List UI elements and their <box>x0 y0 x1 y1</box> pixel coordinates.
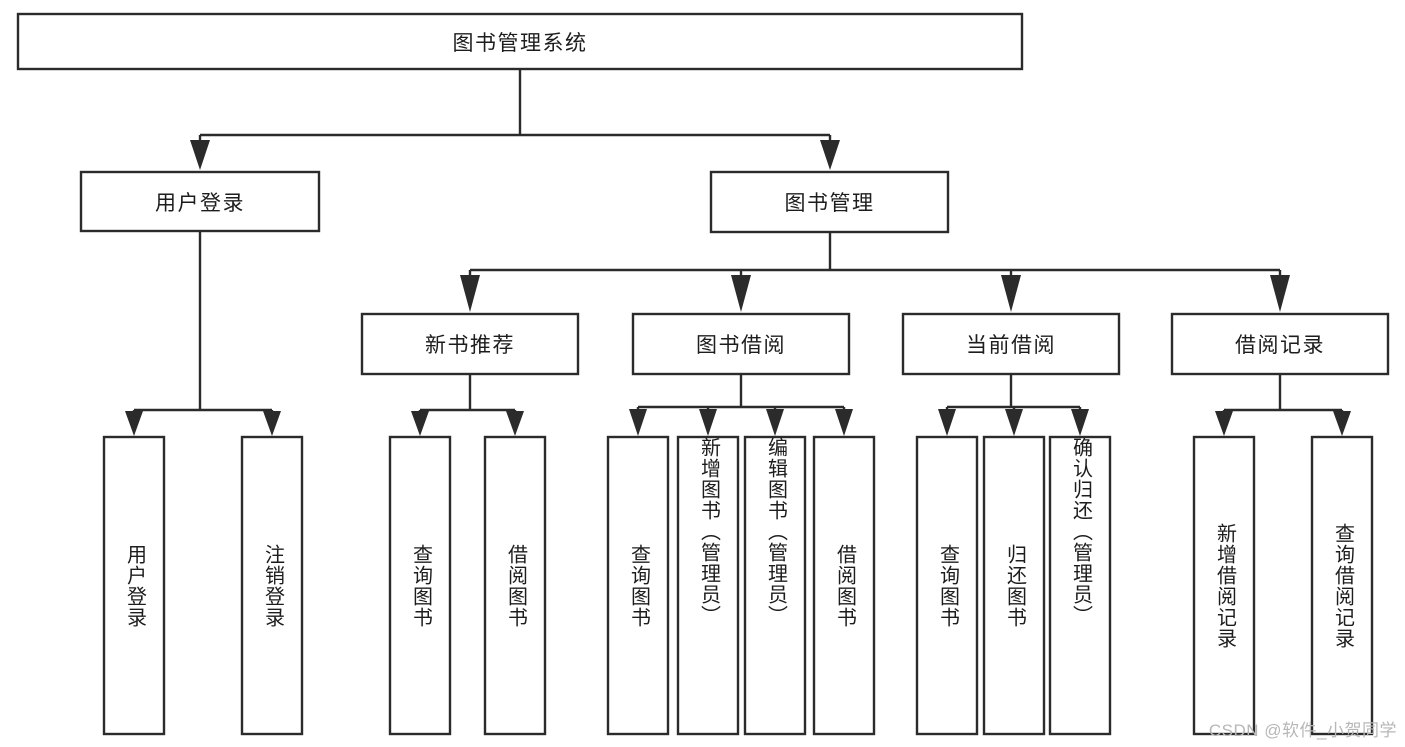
node-level3-box-2[interactable] <box>901 312 1121 376</box>
node-level3-box-1[interactable] <box>631 312 851 376</box>
node-leaf-box-8[interactable] <box>915 435 979 736</box>
node-level2-box-1[interactable] <box>709 170 950 234</box>
node-leaf-box-10[interactable] <box>1048 435 1112 736</box>
node-leaf-box-9[interactable] <box>982 435 1046 736</box>
node-leaf-box-6[interactable] <box>743 435 807 736</box>
arrow-head-icon <box>820 140 840 170</box>
node-leaf-box-5[interactable] <box>676 435 740 736</box>
arrow-head-icon <box>1333 411 1351 436</box>
arrow-head-icon <box>263 411 281 436</box>
arrow-head-icon <box>125 411 143 436</box>
arrow-head-icon <box>835 409 853 436</box>
arrow-head-icon <box>629 409 647 436</box>
node-leaf-box-1[interactable] <box>240 435 304 736</box>
node-level3-box-3[interactable] <box>1170 312 1390 376</box>
connector-bookmgmt-to-level3 <box>460 232 1290 312</box>
connector-newbook-to-leaves <box>411 374 524 436</box>
connector-userlogin-to-leaves <box>125 231 281 436</box>
connector-root-to-level2 <box>190 69 840 170</box>
arrow-head-icon <box>731 275 751 312</box>
arrow-head-icon <box>1005 409 1023 436</box>
arrow-head-icon <box>190 140 210 170</box>
node-leaf-box-11[interactable] <box>1192 435 1256 736</box>
node-leaf-box-2[interactable] <box>388 435 452 736</box>
arrow-head-icon <box>1071 409 1089 436</box>
arrow-head-icon <box>766 409 784 436</box>
node-root-box[interactable] <box>16 12 1024 71</box>
connector-borrow-to-leaves <box>629 374 853 436</box>
arrow-head-icon <box>699 409 717 436</box>
connector-current-to-leaves <box>938 374 1089 436</box>
node-leaf-box-12[interactable] <box>1310 435 1374 736</box>
arrow-head-icon <box>506 411 524 436</box>
arrow-head-icon <box>460 275 480 312</box>
arrow-head-icon <box>1270 275 1290 312</box>
node-level2-box-0[interactable] <box>79 170 321 233</box>
arrow-head-icon <box>1215 411 1233 436</box>
node-leaf-box-0[interactable] <box>102 435 166 736</box>
arrow-head-icon <box>411 411 429 436</box>
node-leaf-box-4[interactable] <box>606 435 670 736</box>
connector-record-to-leaves <box>1215 374 1351 436</box>
arrow-head-icon <box>938 409 956 436</box>
node-leaf-box-7[interactable] <box>812 435 876 736</box>
arrow-head-icon <box>1001 275 1021 312</box>
node-level3-box-0[interactable] <box>360 312 580 376</box>
node-leaf-box-3[interactable] <box>483 435 547 736</box>
